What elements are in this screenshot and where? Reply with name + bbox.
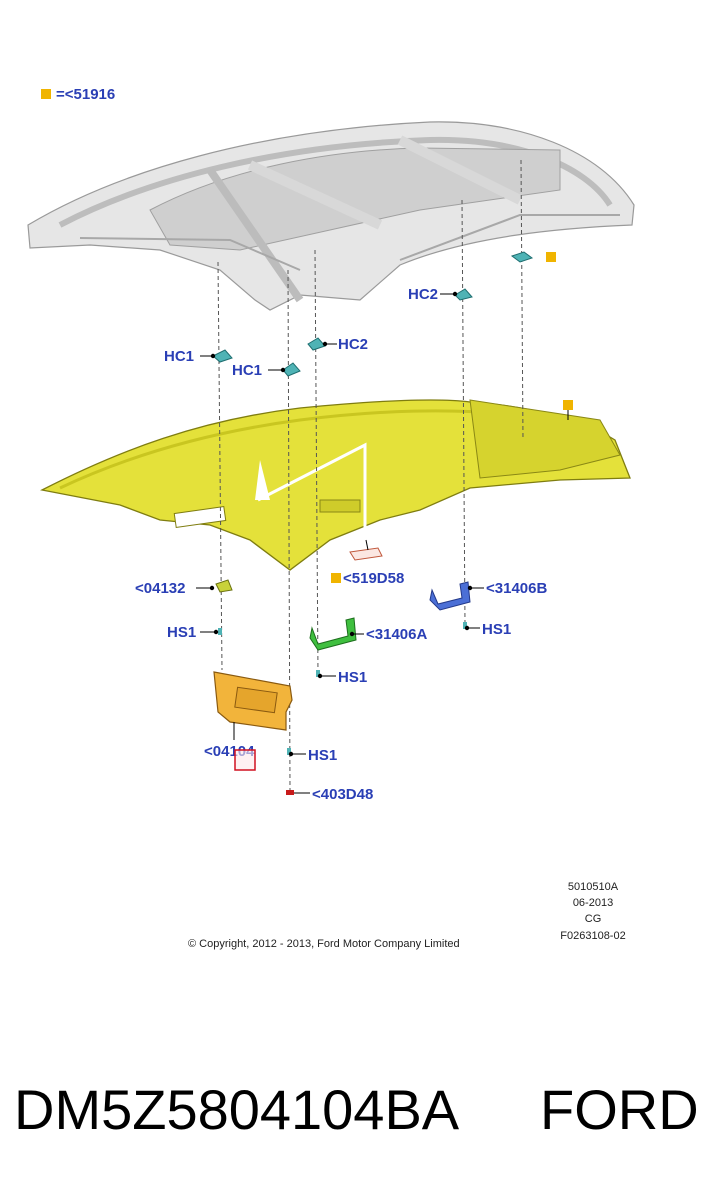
callout-31406a: <31406A [366,626,427,643]
legend-marker-headliner [563,400,573,410]
legend-marker-right [546,252,556,262]
callout-31406b: <31406B [486,580,547,597]
clip-right [510,251,534,263]
part-31406a [309,617,357,651]
part-04104-sun-visor [213,671,293,740]
brand-name: FORD [540,1078,699,1141]
clip-hc1-left [212,349,233,363]
part-519d58 [349,539,383,561]
legend-square [41,89,51,99]
info-line2: 06-2013 [573,897,613,909]
roof-frame [27,121,635,311]
headliner-panel [40,399,631,571]
part-31406b [429,581,471,611]
info-line3: CG [585,913,602,925]
highlight-box [234,749,256,771]
callout-hc1-mid: HC1 [232,362,262,379]
callout-hs1-d: HS1 [308,747,337,764]
callout-04132: <04132 [135,580,185,597]
legend-marker-519d58 [331,573,341,583]
callout-hs1-b: HS1 [482,621,511,638]
part-number: DM5Z5804104BA [14,1078,460,1141]
info-line4: F0263108-02 [560,930,625,942]
info-line1: 5010510A [568,881,619,893]
copyright-text: © Copyright, 2012 - 2013, Ford Motor Com… [188,938,460,950]
clip-hc2-mid [307,337,326,351]
leader-lines [217,159,524,791]
footer: DM5Z5804104BA FORD [0,1070,708,1160]
callout-hc2-top: HC2 [408,286,438,303]
clip-hc1-mid [282,362,301,377]
callout-hc2-mid: HC2 [338,336,368,353]
callout-403d48: <403D48 [312,786,373,803]
legend-text: =<51916 [56,86,115,103]
clip-hc2-top [454,288,473,301]
callout-hs1-a: HS1 [167,624,196,641]
part-04132 [215,579,233,593]
parts-diagram: =<51916 [27,86,635,950]
callout-519d58: <519D58 [343,570,404,587]
callout-hs1-c: HS1 [338,669,367,686]
callout-hc1-left: HC1 [164,348,194,365]
part-403d48 [286,790,294,795]
